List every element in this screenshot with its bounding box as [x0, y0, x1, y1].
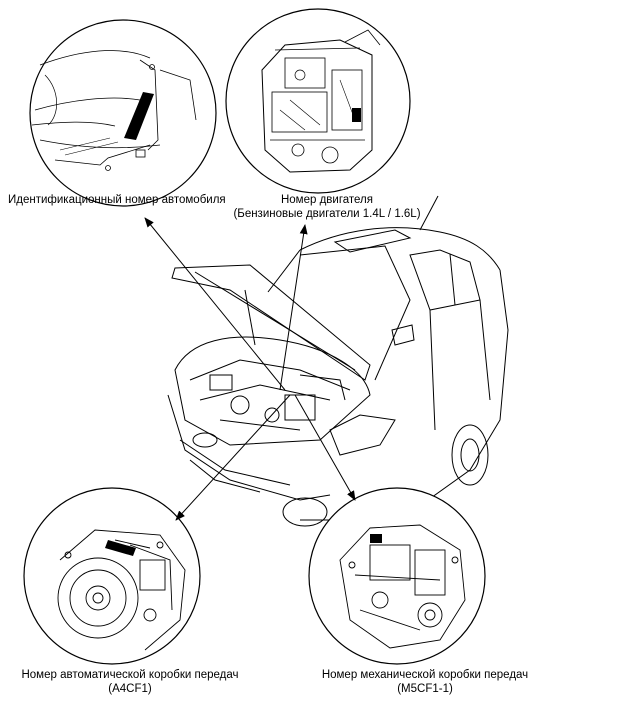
vin-detail-circle: [29, 19, 217, 207]
vin-plate-marker: [124, 92, 154, 140]
engine-detail-circle: [225, 8, 411, 194]
engine-label-sub: (Бензиновые двигатели 1.4L / 1.6L): [233, 208, 421, 220]
auto-trans-label-sub: (A4CF1): [108, 683, 152, 695]
manual-trans-number-marker: [370, 534, 382, 543]
auto-trans-number-marker: [105, 540, 136, 556]
engine-label: Номер двигателя (Бензиновые двигатели 1.…: [222, 193, 432, 221]
engine-number-marker: [352, 108, 361, 122]
auto-transmission-circle: [23, 487, 201, 665]
vin-label: Идентификационный номер автомобиля: [8, 193, 226, 207]
manual-trans-leader: [294, 394, 356, 501]
auto-trans-label-title: Номер автоматической коробки передач: [21, 669, 239, 681]
manual-trans-label-title: Номер механической коробки передач: [321, 669, 529, 681]
engine-label-title: Номер двигателя: [280, 194, 373, 206]
vin-leader: [144, 217, 286, 391]
car-illustration: [167, 195, 509, 527]
engine-leader: [279, 224, 308, 391]
manual-trans-label: Номер механической коробки передач (M5CF…: [300, 668, 550, 696]
auto-trans-label: Номер автоматической коробки передач (A4…: [10, 668, 250, 696]
manual-transmission-circle: [308, 487, 486, 665]
manual-trans-label-sub: (M5CF1-1): [397, 683, 453, 695]
vin-label-text: Идентификационный номер автомобиля: [8, 194, 226, 206]
leader-lines: [144, 217, 356, 521]
auto-trans-leader: [175, 394, 291, 521]
